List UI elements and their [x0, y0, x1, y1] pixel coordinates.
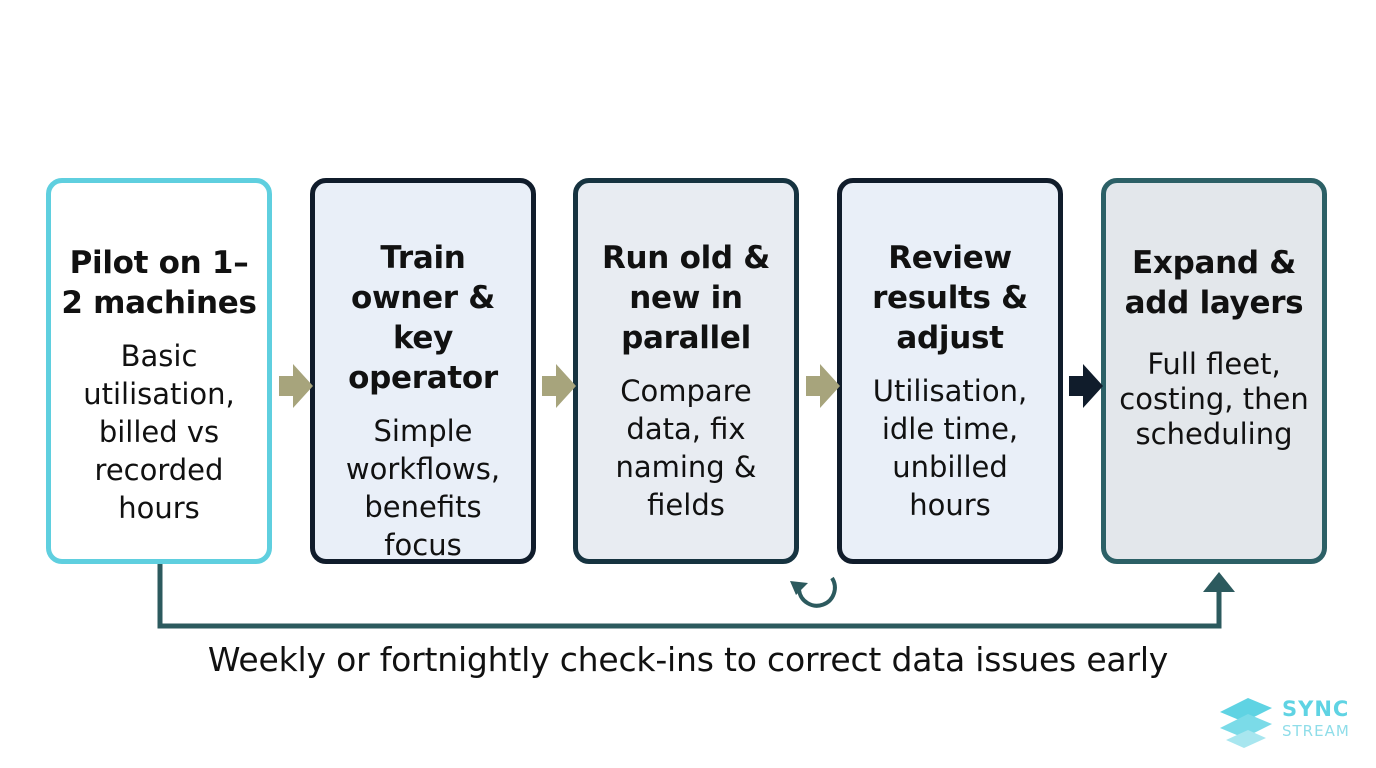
step-card-pilot: Pilot on 1–2 machines Basic utilisation,… — [46, 178, 272, 564]
arrow-right-icon — [542, 364, 576, 408]
step-card-train: Train owner & key operator Simple workfl… — [310, 178, 536, 564]
logo-line2: STREAM — [1282, 722, 1350, 740]
step-description: Simple workflows, benefits focus — [345, 414, 501, 562]
arrow-right-icon — [806, 364, 840, 408]
step-title: Review results & adjust — [872, 240, 1028, 356]
brand-logo: SYNC STREAM — [1282, 699, 1350, 739]
step-card-parallel: Run old & new in parallel Compare data, … — [573, 178, 799, 564]
footnote-caption: Weekly or fortnightly check-ins to corre… — [207, 640, 1169, 679]
step-description: Basic utilisation, billed vs recorded ho… — [83, 339, 235, 525]
arrow-right-icon — [279, 364, 313, 408]
arrow-right-icon — [1069, 364, 1103, 408]
step-description: Compare data, fix naming & fields — [615, 374, 757, 522]
step-description: Full fleet, costing, then scheduling — [1119, 347, 1309, 451]
step-card-expand: Expand & add layers Full fleet, costing,… — [1101, 178, 1327, 564]
sync-stream-logo-icon — [1220, 698, 1272, 748]
step-title: Expand & add layers — [1124, 245, 1304, 321]
logo-line1: SYNC — [1282, 697, 1350, 721]
step-card-review: Review results & adjust Utilisation, idl… — [837, 178, 1063, 564]
step-title: Pilot on 1–2 machines — [61, 245, 257, 321]
step-title: Train owner & key operator — [348, 240, 498, 396]
step-description: Utilisation, idle time, unbilled hours — [872, 374, 1028, 522]
step-title: Run old & new in parallel — [601, 240, 771, 356]
